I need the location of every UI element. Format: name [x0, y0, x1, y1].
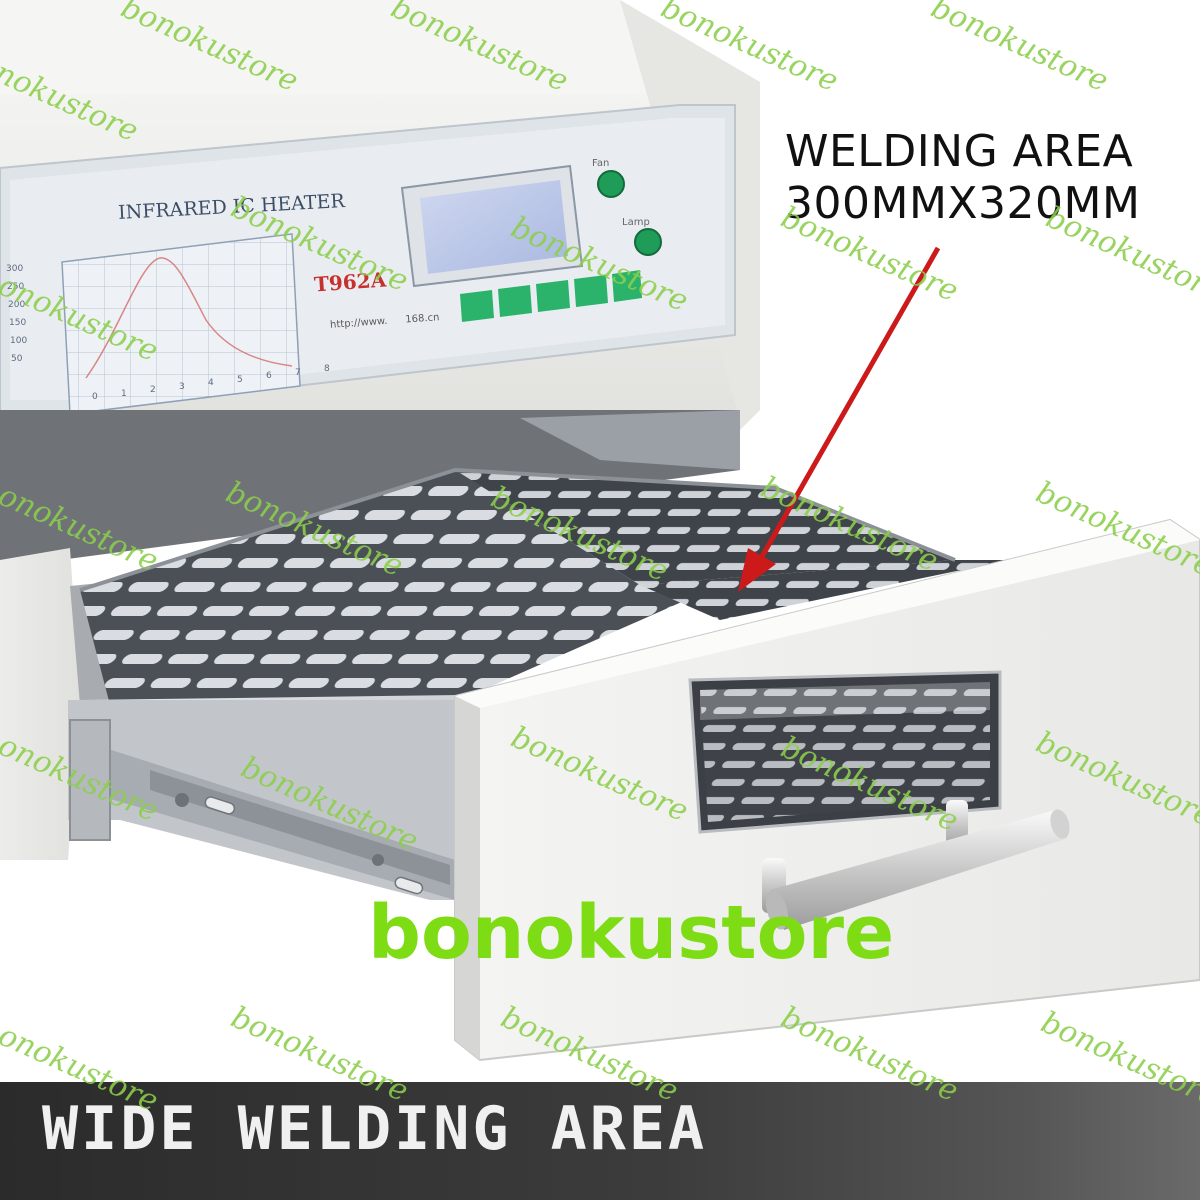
- fan-button-label: Fan: [592, 158, 610, 169]
- graph-x-tick: 7: [295, 367, 301, 378]
- graph-y-tick: 250: [7, 282, 25, 292]
- graph-x-tick: 4: [208, 378, 214, 388]
- graph-x-tick: 6: [266, 371, 272, 381]
- graph-y-tick: 150: [9, 318, 27, 328]
- callout-dimensions: 300MMX320MM: [785, 178, 1141, 229]
- callout-title: WELDING AREA: [785, 126, 1134, 177]
- banner-text: WIDE WELDING AREA: [42, 1094, 708, 1164]
- device-url-obscured: [388, 323, 406, 324]
- graph-x-tick: 5: [237, 374, 243, 385]
- graph-y-tick: 300: [6, 264, 24, 274]
- graph-x-tick: 0: [92, 392, 98, 402]
- graph-y-tick: 50: [11, 354, 23, 364]
- bottom-banner: [0, 1082, 1200, 1200]
- graph-x-tick: 1: [121, 388, 127, 399]
- graph-x-tick: 3: [179, 381, 185, 392]
- device-url-suffix: 168.cn: [405, 312, 440, 326]
- center-brand-watermark: bonokustore: [368, 890, 895, 976]
- graph-y-tick: 100: [10, 336, 28, 346]
- graph-x-tick: 2: [150, 385, 156, 395]
- lamp-button-label: Lamp: [622, 217, 650, 228]
- graph-x-tick: 8: [324, 364, 330, 374]
- graph-y-tick: 200: [8, 300, 26, 310]
